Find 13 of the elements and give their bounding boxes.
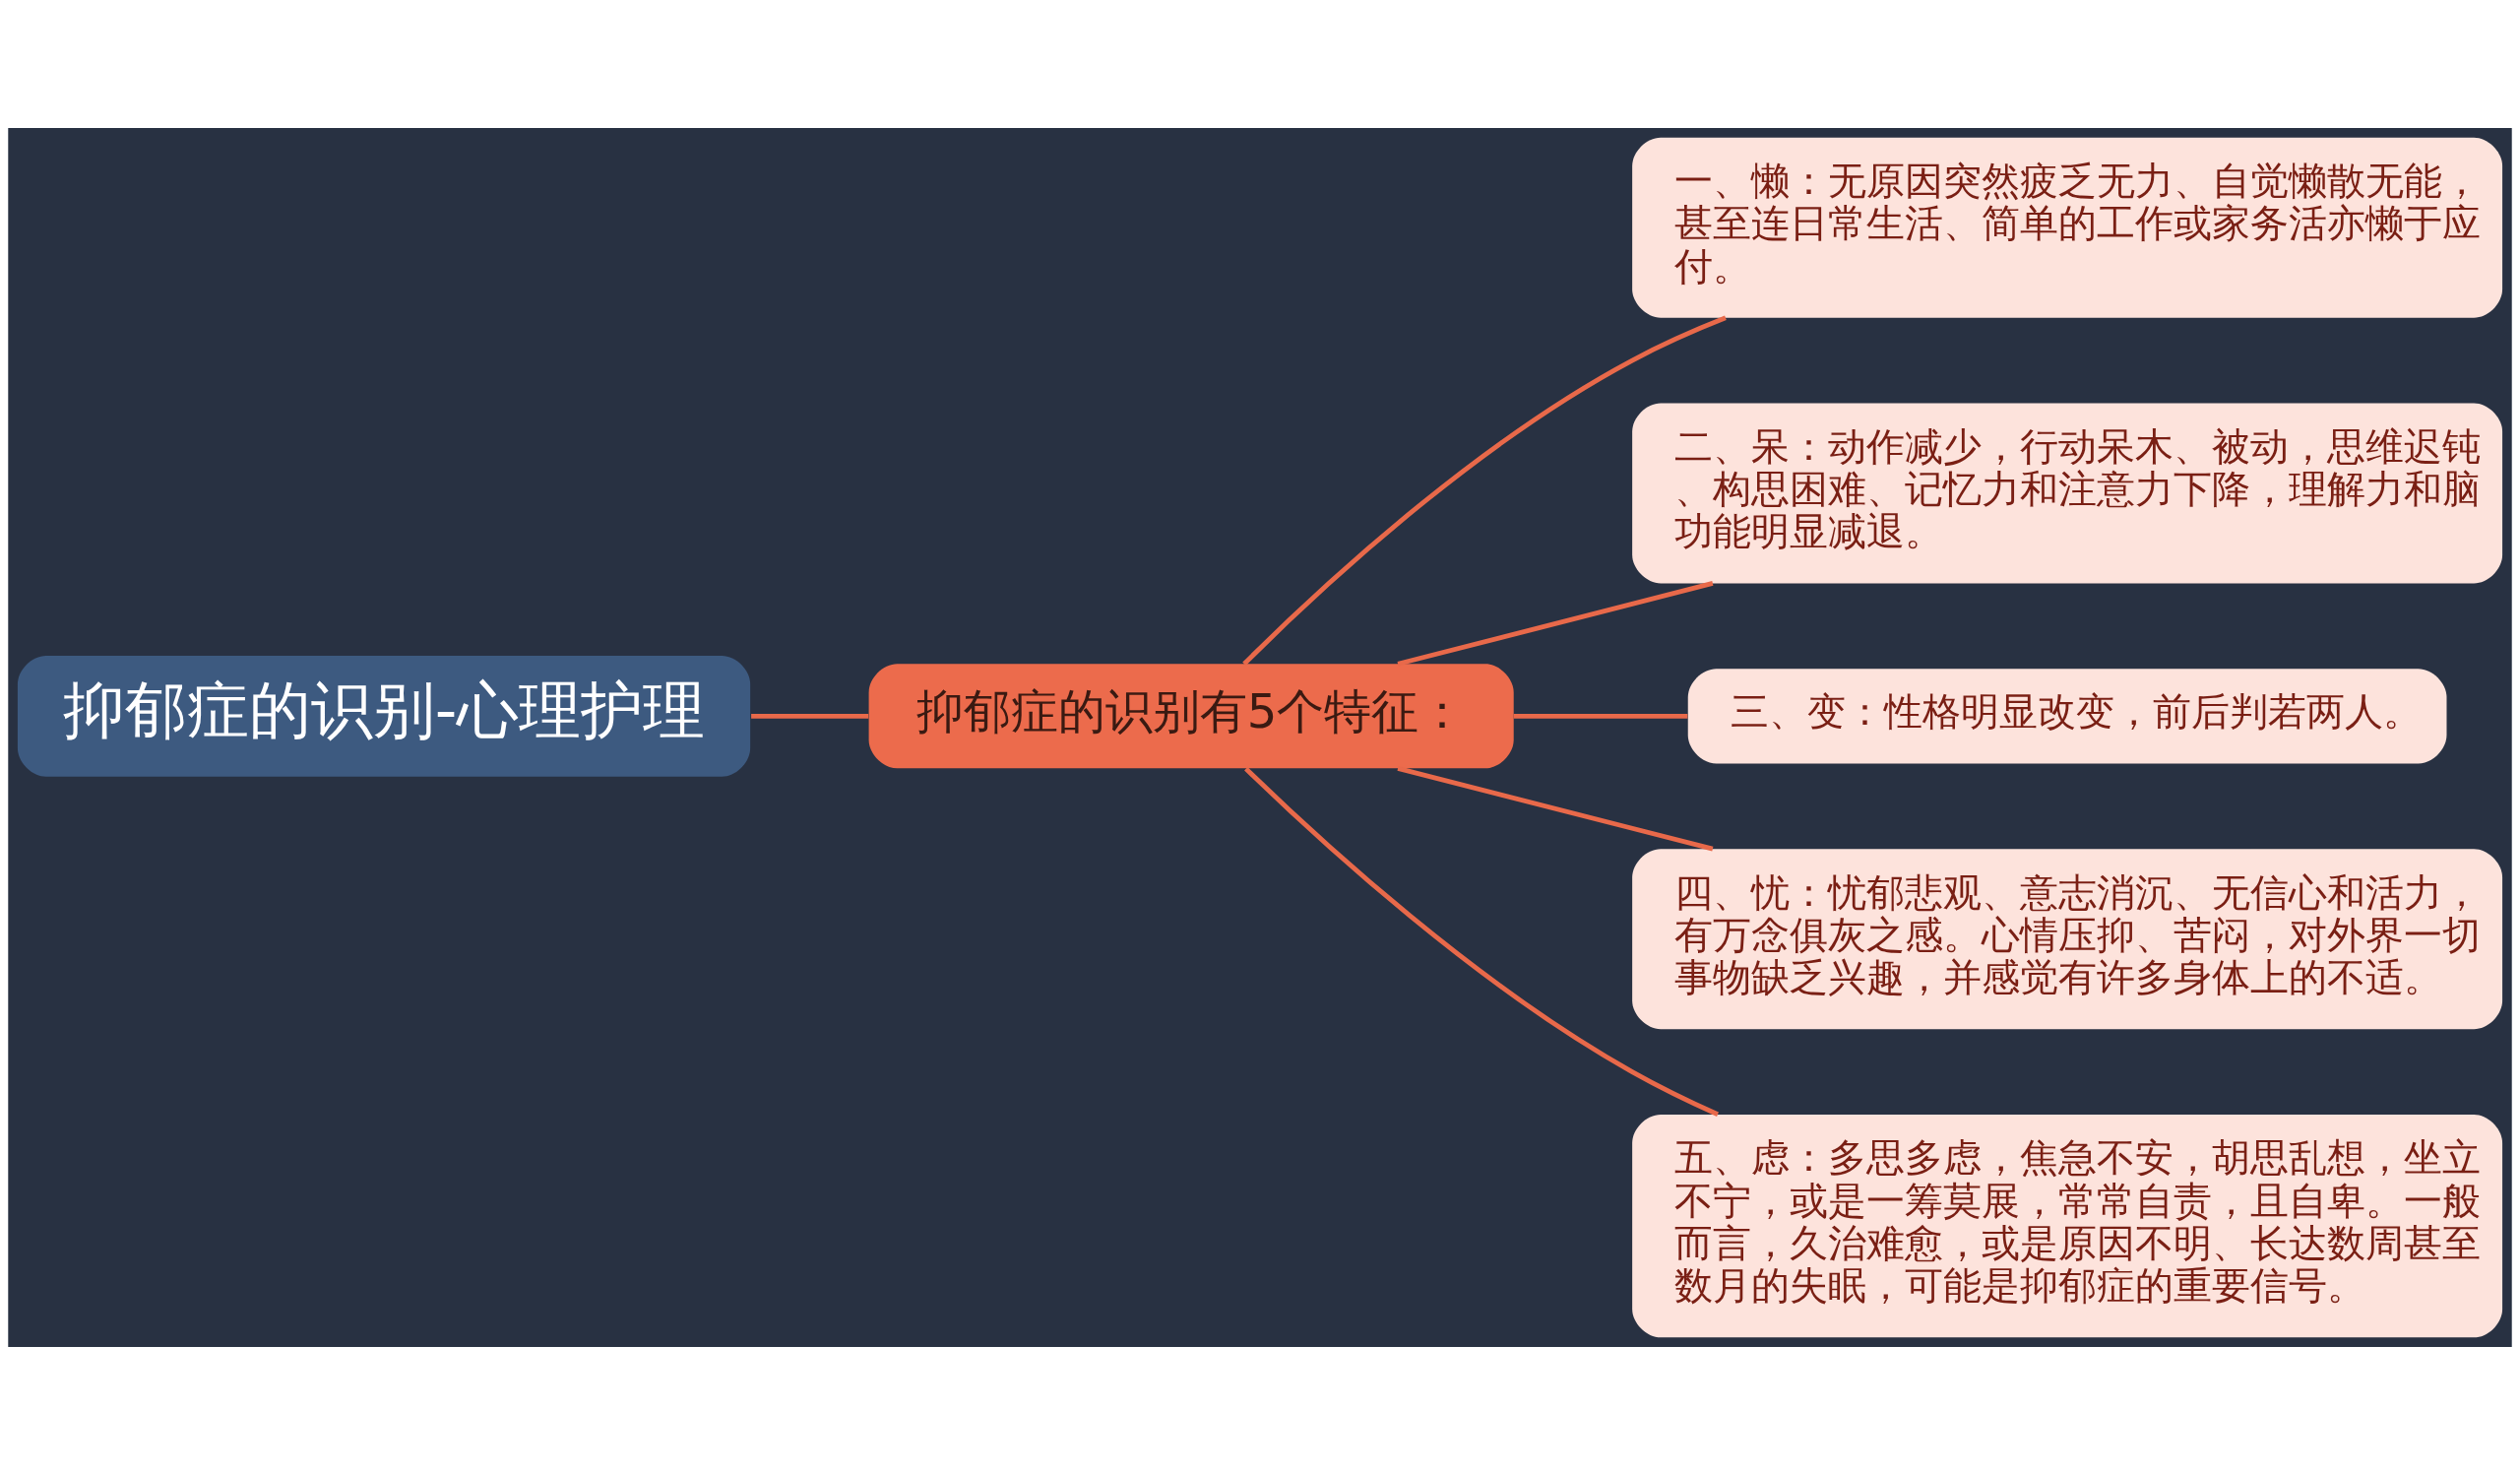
node-box: 五、虑：多思多虑，焦急不安，胡思乱想，坐立不宁，或是一筹莫展，常常自责，且自卑。一般而言，久治难愈，或是原因不明、长达数周甚至数月的失眠，可能是抑郁症的重要信号。 bbox=[1632, 1114, 2503, 1337]
node-box: 一、懒：无原因突然疲乏无力、自觉懒散无能，甚至连日常生活、简单的工作或家务活亦懒于应付。 bbox=[1632, 137, 2503, 318]
connector bbox=[1242, 315, 1727, 666]
node-box: 抑郁症的识别有5个特征： bbox=[868, 663, 1514, 768]
connector bbox=[1244, 766, 1719, 1117]
node-box: 三、变：性格明显改变，前后判若两人。 bbox=[1687, 668, 2447, 763]
connector bbox=[1397, 765, 1714, 852]
connector bbox=[1513, 713, 1688, 719]
connector bbox=[751, 713, 869, 719]
node-box: 抑郁症的识别-心理护理 bbox=[17, 655, 751, 777]
node-box: 二、呆：动作减少，行动呆木、被动，思维迟钝、构思困难、记忆力和注意力下降，理解力和脑功能明显减退。 bbox=[1632, 402, 2503, 583]
node-box: 四、忧：忧郁悲观、意志消沉、无信心和活力，有万念俱灰之感。心情压抑、苦闷，对外界一切事物缺乏兴趣，并感觉有许多身体上的不适。 bbox=[1632, 848, 2503, 1029]
connector bbox=[1397, 580, 1714, 667]
